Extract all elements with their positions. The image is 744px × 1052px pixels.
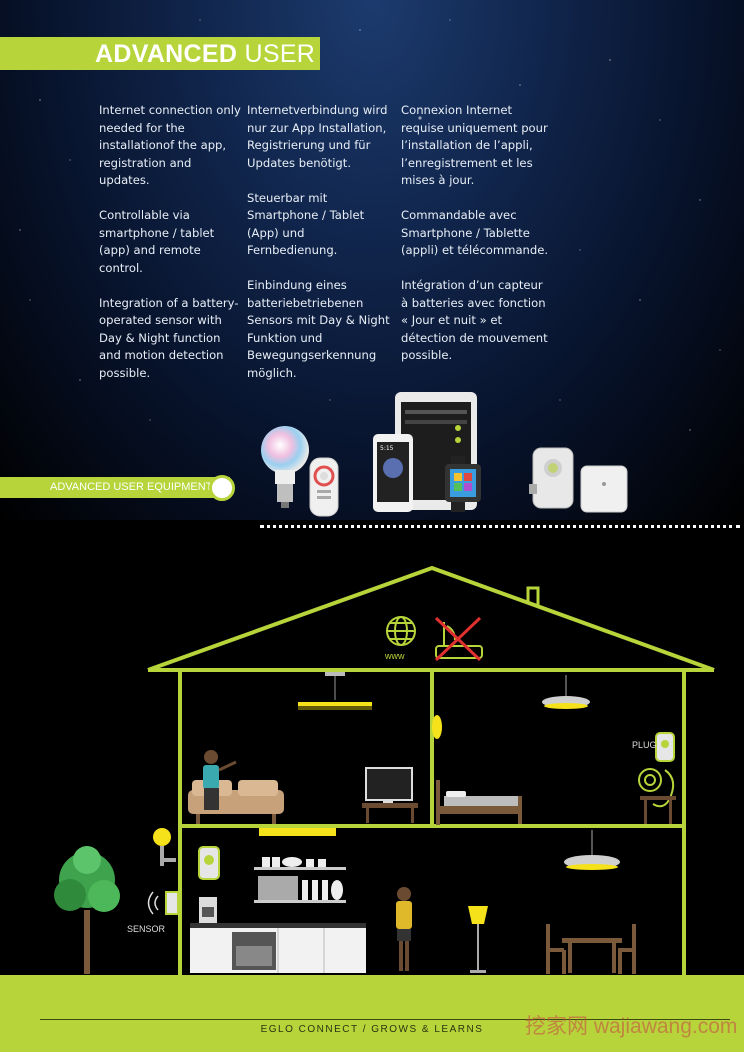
german-paragraph-3: Einbindung eines batteriebetriebenen Sen…	[247, 278, 390, 380]
motion-sensor-icon	[580, 465, 628, 513]
gramophone-icon	[638, 768, 676, 824]
house-scene: www	[54, 565, 715, 975]
english-paragraph-2: Controllable via smartphone / tablet (ap…	[99, 208, 215, 275]
outdoor-lamp-icon	[153, 828, 176, 866]
french-paragraph-2: Commandable avec Smartphone / Tablette (…	[401, 208, 549, 257]
watermark-text: 挖家网 wajiawang.com	[525, 1015, 738, 1038]
pendant-light-icon	[298, 672, 372, 710]
coffee-machine-icon	[199, 897, 217, 925]
ground-strip	[0, 975, 744, 1052]
column-german: Internetverbindung wird nur zur App Inst…	[247, 102, 397, 400]
dining-table-icon	[546, 924, 636, 974]
column-english: Internet connection only needed for the …	[99, 102, 244, 400]
rgb-bulb-icon	[261, 426, 309, 508]
column-french: Connexion Internet requise uniquement po…	[401, 102, 551, 382]
tv-icon	[362, 767, 418, 823]
equipment-devices: 5:15	[261, 392, 628, 517]
wall-lamp-icon	[432, 715, 442, 739]
man-figure-icon	[203, 750, 237, 810]
equipment-circle-marker	[209, 475, 235, 501]
dotted-divider	[260, 525, 740, 528]
french-paragraph-3: Intégration d’un capteur à batteries ave…	[401, 278, 548, 362]
stars-decoration	[19, 19, 721, 431]
german-paragraph-2: Steuerbar mit Smartphone / Tablet (App) …	[247, 190, 365, 258]
german-paragraph-1: Internetverbindung wird nur zur App Inst…	[247, 103, 388, 170]
tree-icon	[54, 846, 120, 974]
equipment-bar	[0, 477, 230, 498]
night-sky-background	[0, 0, 744, 520]
house-roof	[147, 565, 715, 672]
remote-control-icon	[309, 457, 339, 517]
title-bar	[0, 37, 320, 70]
kitchen-plug-icon	[198, 846, 220, 880]
smart-plug-icon	[529, 447, 574, 509]
globe-icon	[386, 616, 416, 646]
www-label: www	[384, 651, 405, 661]
french-paragraph-1: Connexion Internet requise uniquement po…	[401, 103, 548, 187]
wall-plug-icon	[655, 732, 675, 762]
bed-icon	[436, 780, 522, 825]
footer-text: EGLO CONNECT / GROWS & LEARNS	[260, 1024, 484, 1035]
router-crossed-icon	[434, 616, 483, 662]
title-bold: ADVANCED	[95, 40, 238, 68]
kitchen-shelves-icon	[254, 857, 346, 903]
ceiling-lamp-lower-icon	[564, 830, 620, 870]
kitchen-counter-icon	[190, 923, 366, 973]
sensor-label: SENSOR	[127, 924, 166, 934]
equipment-label: ADVANCED USER EQUIPMENT	[50, 481, 213, 493]
kitchen-ceiling-light-icon	[259, 828, 336, 836]
smartphone-icon: 5:15	[373, 434, 413, 512]
outdoor-sensor-icon	[147, 891, 179, 915]
english-paragraph-1: Internet connection only needed for the …	[99, 103, 241, 187]
phone-time: 5:15	[380, 445, 394, 452]
smartwatch-icon	[445, 456, 481, 512]
page-title: ADVANCED USER	[95, 40, 315, 69]
house-walls	[178, 672, 686, 975]
plug-label: PLUG	[632, 740, 657, 750]
floor-lamp-icon	[468, 906, 488, 973]
title-light: USER	[244, 40, 316, 68]
english-paragraph-3: Integration of a battery-operated sensor…	[99, 295, 239, 380]
woman-figure-icon	[396, 887, 412, 971]
sofa-icon	[188, 780, 284, 824]
footer-rule	[40, 1019, 730, 1020]
ceiling-lamp-upper-icon	[542, 675, 590, 709]
